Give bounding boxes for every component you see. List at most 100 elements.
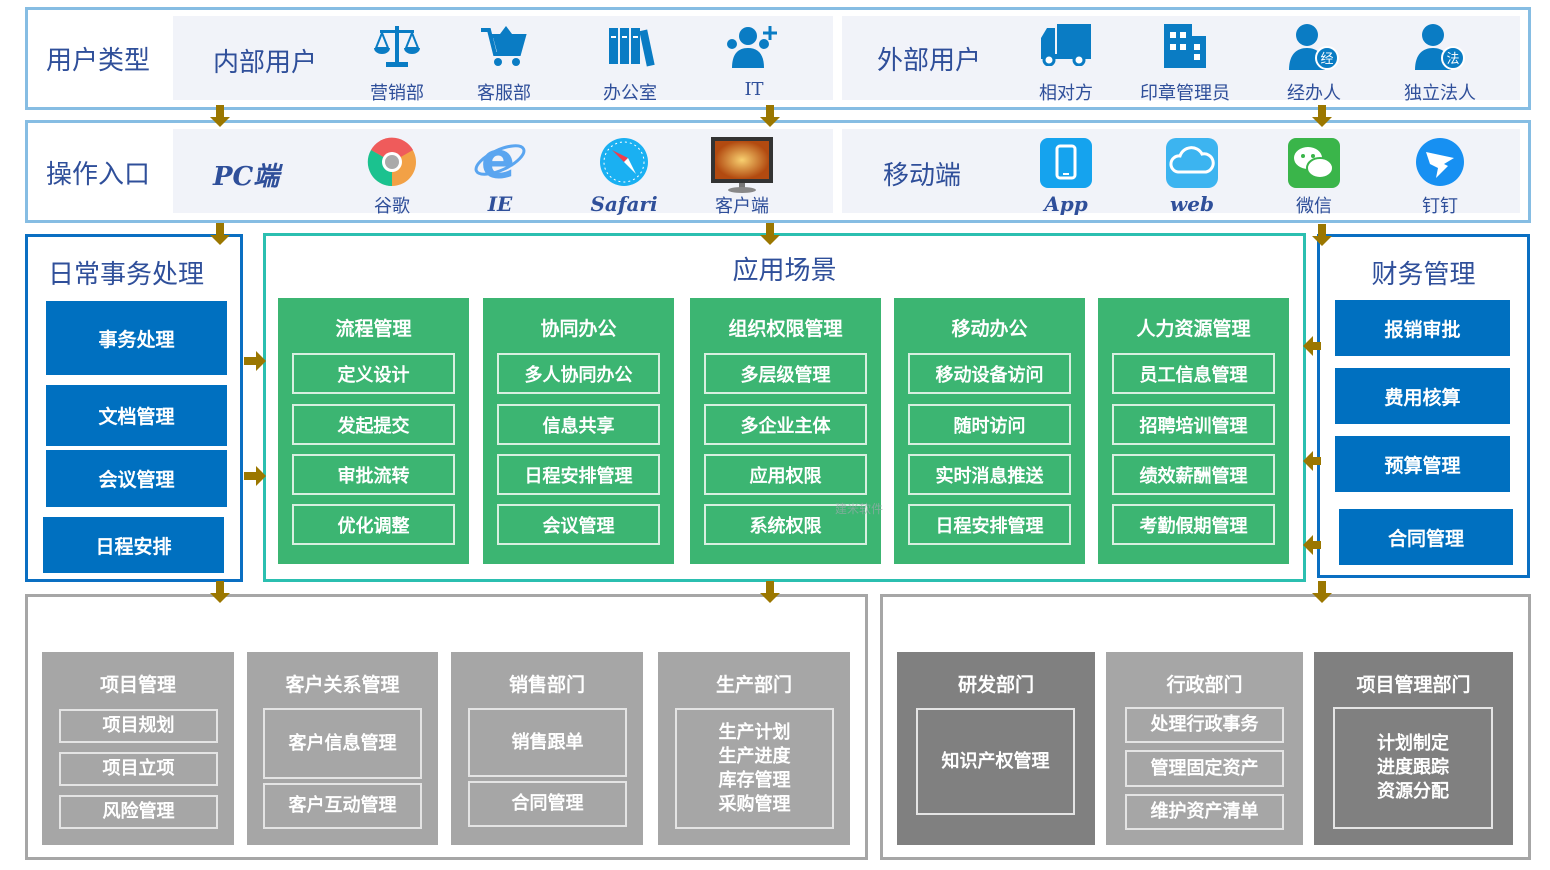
department-item-line: 资源分配 — [1377, 781, 1449, 802]
scene-item[interactable]: 招聘培训管理 — [1112, 404, 1275, 445]
department-item-line: 库存管理 — [718, 769, 791, 791]
watermark: 建米软件 — [835, 502, 884, 516]
add-user-item: IT — [722, 24, 786, 100]
scene-item[interactable]: 考勤假期管理 — [1112, 504, 1275, 545]
daily-item-button[interactable]: 事务处理 — [46, 301, 227, 375]
scene-column: 人力资源管理员工信息管理招聘培训管理绩效薪酬管理考勤假期管理 — [1098, 298, 1289, 564]
arrow-down-icon — [1312, 224, 1332, 246]
daily-item-button[interactable]: 日程安排 — [43, 517, 224, 573]
scale-item: 营销部 — [365, 24, 429, 104]
scene-item[interactable]: 系统权限 — [704, 504, 867, 545]
department-item-line: 项目规划 — [102, 715, 175, 736]
finance-item-button[interactable]: 报销审批 — [1335, 300, 1510, 356]
department-item-line: 知识产权管理 — [941, 750, 1050, 772]
monitor-icon — [710, 136, 774, 194]
icon-caption: 相对方 — [1039, 83, 1093, 104]
daily-item-button[interactable]: 文档管理 — [46, 385, 227, 446]
scene-item[interactable]: 应用权限 — [704, 454, 867, 495]
departments-left-box — [25, 594, 868, 860]
scene-item[interactable]: 发起提交 — [292, 404, 455, 445]
department-item[interactable]: 维护资产清单 — [1125, 794, 1284, 830]
scene-item[interactable]: 审批流转 — [292, 454, 455, 495]
scene-item[interactable]: 信息共享 — [497, 404, 660, 445]
department-column: 销售部门销售跟单合同管理 — [451, 652, 643, 845]
scene-column: 协同办公多人协同办公信息共享日程安排管理会议管理 — [483, 298, 674, 564]
icon-caption: App — [1044, 192, 1088, 216]
scene-item[interactable]: 多企业主体 — [704, 404, 867, 445]
department-item[interactable]: 销售跟单 — [468, 708, 627, 777]
scene-item[interactable]: 多层级管理 — [704, 353, 867, 394]
binders-item: 办公室 — [598, 24, 662, 104]
department-column: 生产部门生产计划生产进度库存管理采购管理 — [658, 652, 850, 845]
department-item[interactable]: 客户互动管理 — [263, 783, 422, 829]
pc-label: PC端 — [213, 162, 280, 192]
department-item[interactable]: 客户信息管理 — [263, 708, 422, 779]
department-item[interactable]: 风险管理 — [59, 795, 218, 829]
finance-item-button[interactable]: 费用核算 — [1335, 368, 1510, 424]
icon-caption: 客户端 — [715, 196, 769, 217]
finance-item-button[interactable]: 预算管理 — [1335, 436, 1510, 492]
department-title: 客户关系管理 — [285, 674, 400, 696]
department-title: 项目管理 — [99, 674, 176, 696]
daily-affairs-box — [25, 234, 243, 582]
scene-item[interactable]: 绩效薪酬管理 — [1112, 454, 1275, 495]
scene-item[interactable]: 日程安排管理 — [497, 454, 660, 495]
department-item-line: 维护资产清单 — [1150, 801, 1259, 822]
building-item: 印章管理员 — [1140, 22, 1230, 104]
arrow-down-icon — [210, 581, 230, 603]
cloud-icon — [1160, 136, 1224, 190]
monitor-item: 客户端 — [710, 136, 774, 217]
department-column: 客户关系管理客户信息管理客户互动管理 — [247, 652, 438, 845]
department-title: 销售部门 — [508, 674, 585, 696]
scene-item[interactable]: 实时消息推送 — [908, 454, 1071, 495]
cart-icon — [472, 24, 536, 68]
icon-caption: IT — [744, 79, 764, 100]
scale-icon — [365, 24, 429, 68]
wechat-icon — [1282, 136, 1346, 190]
scene-item[interactable]: 多人协同办公 — [497, 353, 660, 394]
svg-text:经: 经 — [1320, 52, 1333, 67]
safari-icon — [592, 136, 656, 188]
scene-item[interactable]: 会议管理 — [497, 504, 660, 545]
add-user-icon — [722, 24, 786, 68]
department-item-line: 项目立项 — [102, 758, 175, 779]
scene-item[interactable]: 随时访问 — [908, 404, 1071, 445]
scene-item[interactable]: 优化调整 — [292, 504, 455, 545]
svg-text:法: 法 — [1446, 52, 1459, 67]
department-item[interactable]: 生产计划生产进度库存管理采购管理 — [675, 708, 834, 829]
departments-right-box — [880, 594, 1531, 860]
department-item[interactable]: 管理固定资产 — [1125, 750, 1284, 787]
arrow-down-icon — [760, 105, 780, 127]
department-item-line: 生产进度 — [718, 745, 791, 767]
department-item[interactable]: 计划制定进度跟踪资源分配 — [1333, 707, 1493, 829]
daily-item-button[interactable]: 会议管理 — [46, 450, 227, 507]
icon-caption: 经办人 — [1287, 83, 1341, 104]
department-item[interactable]: 项目立项 — [59, 752, 218, 786]
department-column: 行政部门处理行政事务管理固定资产维护资产清单 — [1106, 652, 1303, 845]
scene-item[interactable]: 定义设计 — [292, 353, 455, 394]
arrow-down-icon — [1312, 105, 1332, 127]
department-item[interactable]: 知识产权管理 — [916, 708, 1075, 815]
department-item[interactable]: 项目规划 — [59, 709, 218, 743]
finance-item-button[interactable]: 合同管理 — [1339, 509, 1513, 565]
department-item-line: 客户信息管理 — [288, 732, 397, 754]
department-item[interactable]: 处理行政事务 — [1125, 707, 1284, 743]
user-type-row — [25, 7, 1531, 110]
icon-caption: 办公室 — [603, 83, 657, 104]
scene-item[interactable]: 员工信息管理 — [1112, 353, 1275, 394]
agent-user-item: 经经办人 — [1282, 22, 1346, 104]
arrow-down-icon — [760, 581, 780, 603]
arrow-left-icon — [1303, 336, 1321, 356]
icon-caption: 独立法人 — [1404, 83, 1476, 104]
dingtalk-item: 钉钉 — [1408, 136, 1472, 217]
scene-item[interactable]: 移动设备访问 — [908, 353, 1071, 394]
scene-item[interactable]: 日程安排管理 — [908, 504, 1071, 545]
icon-caption: IE — [487, 192, 513, 216]
scenes-title: 应用场景 — [732, 256, 837, 286]
scene-column-title: 协同办公 — [540, 318, 617, 340]
department-item[interactable]: 合同管理 — [468, 781, 627, 827]
agent-user-icon: 经 — [1282, 22, 1346, 70]
chrome-item: 谷歌 — [360, 136, 424, 217]
department-item-line: 风险管理 — [102, 801, 175, 822]
